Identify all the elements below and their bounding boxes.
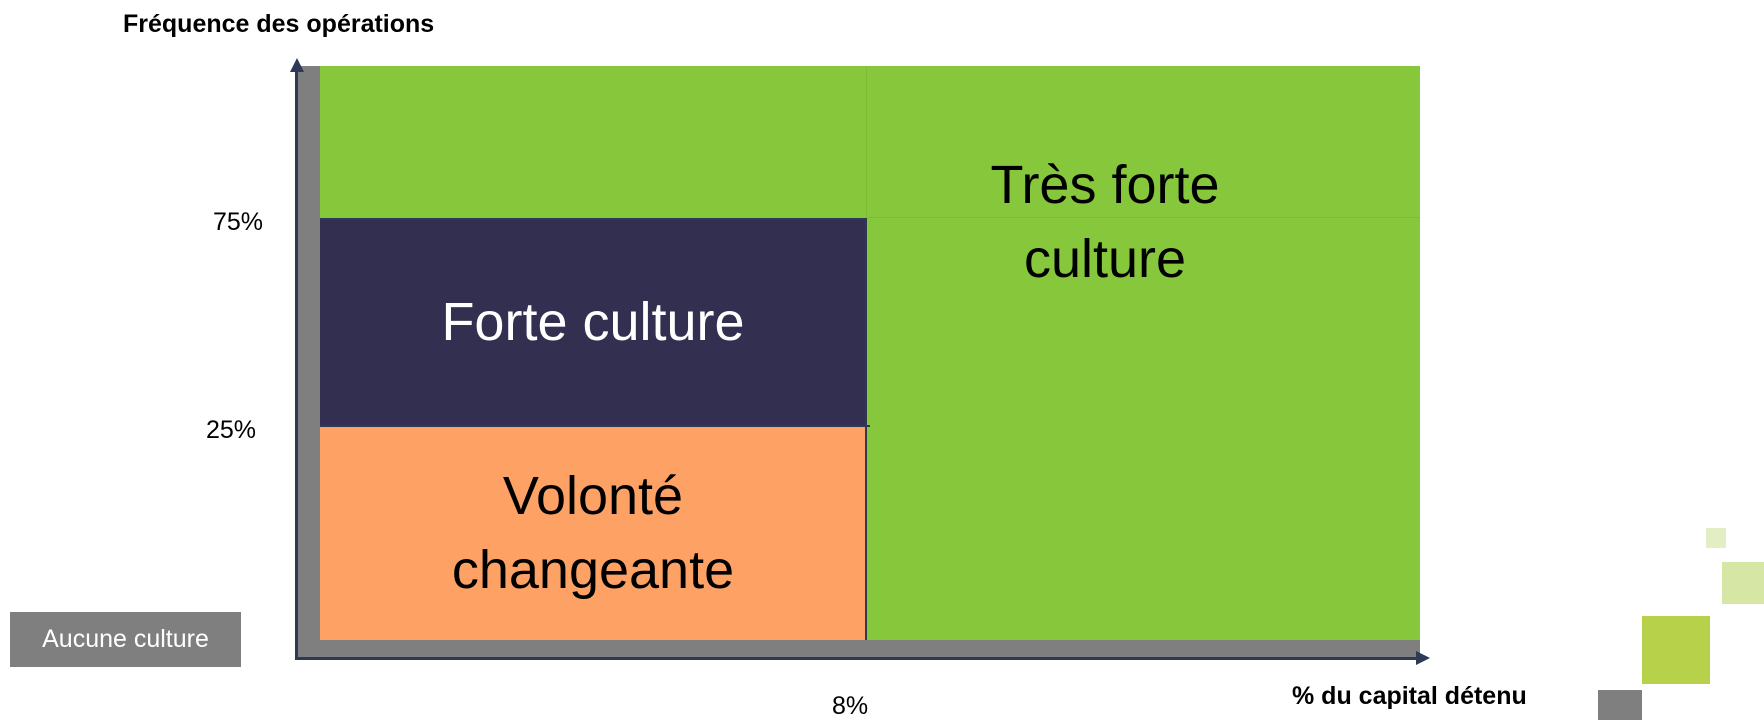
y-axis-line: [295, 70, 298, 660]
x-tick-8: 8%: [832, 692, 869, 720]
region-forte-culture: Forte culture: [320, 218, 866, 426]
aucune-culture-label: Aucune culture: [42, 625, 209, 653]
volonte-label-line2: changeante: [451, 540, 735, 600]
volonte-label-line1: Volonté: [502, 466, 684, 526]
y-tick-25: 25%: [206, 416, 257, 444]
tres-forte-culture-label: Très forte culture: [866, 148, 1344, 296]
region-volonte-changeante: Volonté changeante: [320, 426, 866, 640]
aucune-culture-box: Aucune culture: [10, 612, 241, 667]
decorative-square: [1706, 528, 1726, 548]
tres-forte-label-line1: Très forte: [990, 155, 1220, 215]
faint-divider-vertical: [866, 66, 867, 218]
threshold-line-8: [865, 218, 867, 658]
threshold-line-25: [296, 425, 870, 427]
decorative-square: [1598, 690, 1642, 720]
tres-forte-label-line2: culture: [1023, 229, 1187, 289]
decorative-square: [1642, 616, 1710, 684]
y-axis-title: Fréquence des opérations: [123, 10, 435, 38]
y-axis-arrow-icon: [290, 58, 304, 72]
decorative-square: [1722, 562, 1764, 604]
x-axis-title: % du capital détenu: [1292, 682, 1527, 710]
forte-culture-label: Forte culture: [441, 292, 745, 352]
faint-divider-horizontal: [866, 217, 1420, 218]
threshold-line-75: [296, 218, 866, 220]
y-tick-75: 75%: [213, 208, 264, 236]
x-axis-band: [298, 640, 1420, 658]
x-axis-line: [295, 657, 1418, 660]
x-axis-arrow-icon: [1416, 651, 1430, 665]
y-axis-band: [298, 66, 320, 658]
